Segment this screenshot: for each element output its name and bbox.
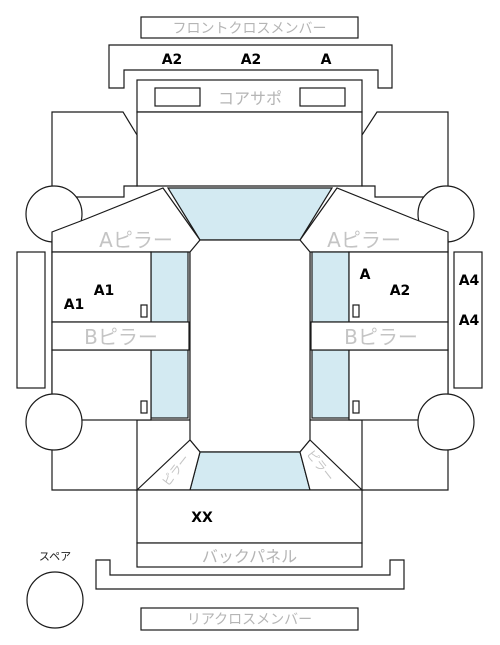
grade-right-upper-a: A	[360, 267, 371, 283]
grade-right-side-b: A4	[459, 313, 480, 329]
rear-left-wheel[interactable]	[25, 393, 83, 451]
right-rear-door-handle[interactable]	[352, 400, 360, 414]
grade-left-upper-b: A1	[94, 283, 115, 299]
grade-front-2: A2	[241, 52, 262, 68]
left-side-sill[interactable]	[16, 251, 46, 389]
rear-right-wheel[interactable]	[417, 393, 475, 451]
rear-cross-member-label: リアクロスメンバー	[187, 612, 312, 628]
right-front-door-handle[interactable]	[352, 304, 360, 318]
b-pillar-right-label: Bピラー	[344, 325, 418, 349]
a-pillar-left-label: Aピラー	[99, 228, 173, 252]
grade-trunk: XX	[191, 510, 213, 526]
right-front-door[interactable]	[348, 251, 449, 323]
b-pillar-left[interactable]	[51, 321, 190, 351]
b-pillar-right[interactable]	[310, 321, 449, 351]
right-front-window[interactable]	[311, 251, 350, 323]
front-right-fender[interactable]	[361, 111, 449, 198]
left-rear-window[interactable]	[150, 349, 189, 419]
front-bumper-outline[interactable]	[108, 44, 393, 89]
left-front-door[interactable]	[51, 251, 152, 323]
left-rear-door-handle[interactable]	[140, 400, 148, 414]
grade-right-side-a: A4	[459, 273, 480, 289]
trunk-lid[interactable]	[136, 489, 363, 544]
left-front-door-handle[interactable]	[140, 304, 148, 318]
rear-window[interactable]	[189, 451, 311, 491]
a-pillar-right-label: Aピラー	[327, 228, 401, 252]
front-cross-member-box[interactable]	[140, 16, 359, 39]
b-pillar-left-label: Bピラー	[84, 325, 158, 349]
hood-panel[interactable]	[136, 111, 363, 187]
core-support-left-slot[interactable]	[154, 87, 201, 107]
rear-cross-member-box[interactable]	[140, 607, 359, 631]
grade-right-upper-b: A2	[390, 283, 411, 299]
core-support-right-slot[interactable]	[299, 87, 346, 107]
front-left-fender[interactable]	[51, 111, 138, 198]
c-pillar-right[interactable]	[299, 439, 364, 491]
right-rear-window[interactable]	[311, 349, 350, 419]
back-panel-label: バックパネル	[202, 547, 297, 566]
right-side-sill[interactable]	[453, 251, 483, 389]
left-front-window[interactable]	[150, 251, 189, 323]
roof-panel[interactable]	[189, 239, 311, 453]
grade-left-upper-a: A1	[64, 297, 85, 313]
grade-front-3: A	[321, 52, 332, 68]
spare-label: スペア	[39, 550, 71, 563]
grade-front-1: A2	[162, 52, 183, 68]
rear-bumper-outline[interactable]	[95, 559, 405, 590]
spare-tire[interactable]	[26, 571, 84, 629]
front-cross-member-label: フロントクロスメンバー	[173, 21, 327, 37]
back-panel[interactable]	[136, 542, 363, 568]
core-support-label: コアサポ	[218, 89, 282, 108]
